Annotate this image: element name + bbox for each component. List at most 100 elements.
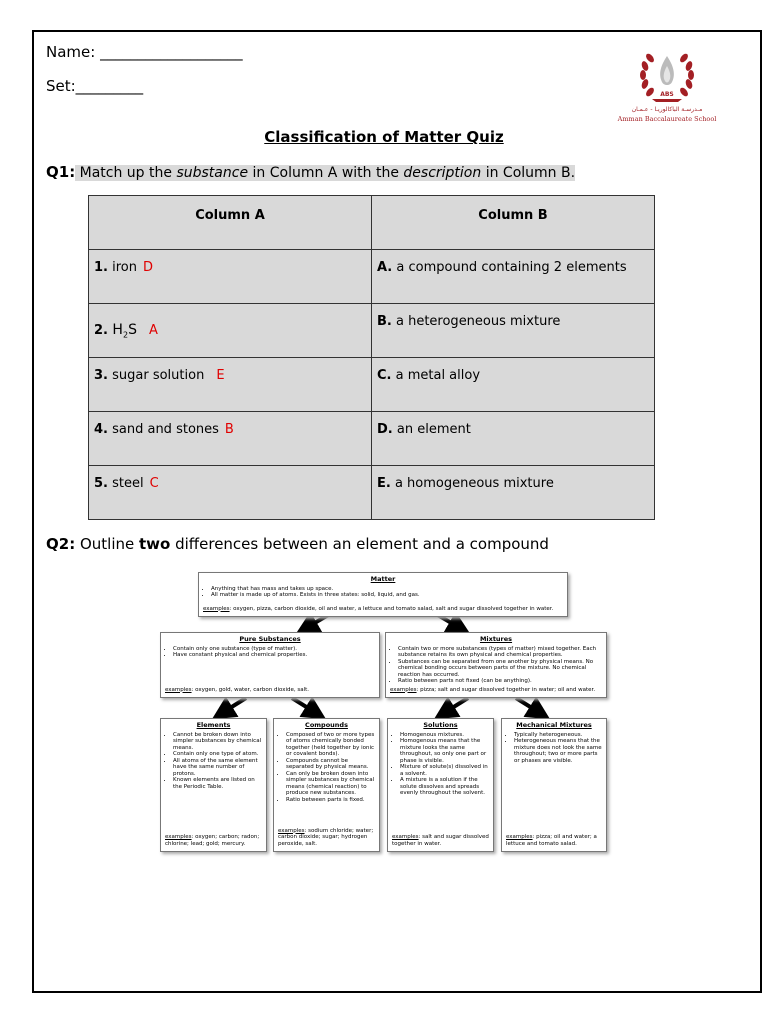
mixtures-box: Mixtures Contain two or more substances … [385, 632, 607, 698]
compounds-title: Compounds [305, 721, 348, 729]
elements-list: Cannot be broken down into simpler subst… [165, 732, 262, 791]
examples-label: examples [506, 834, 533, 840]
elements-box: Elements Cannot be broken down into simp… [160, 718, 267, 852]
list-item: Substances can be separated from one ano… [398, 659, 602, 679]
list-item: Heterogeneous means that the mixture doe… [514, 738, 602, 764]
q1-text-4: description [403, 165, 482, 181]
mechanical-mixtures-box: Mechanical Mixtures Typically heterogene… [501, 718, 607, 852]
answer-mark: C [149, 476, 159, 491]
list-item: Cannot be broken down into simpler subst… [173, 732, 262, 752]
item-number: 5. [94, 476, 108, 491]
matter-box: Matter Anything that has mass and takes … [198, 572, 568, 617]
q1-text-1: Match up the [75, 165, 177, 181]
arrow-mixtures-to-mechanical [514, 696, 551, 720]
question-2: Q2: Outline two differences between an e… [46, 535, 549, 553]
pure-substances-list: Contain only one substance (type of matt… [165, 646, 375, 659]
column-b-cell: C. a metal alloy [371, 357, 655, 412]
item-number: 1. [94, 260, 108, 275]
item-number: 2. [94, 323, 108, 338]
answer-mark: E [216, 368, 225, 383]
list-item: Composed of two or more types of atoms c… [286, 732, 375, 758]
column-a-cell: 3. sugar solution E [88, 357, 372, 412]
item-substance-end: S [128, 322, 137, 338]
list-item: Mixture of solute(s) dissolved in a solv… [400, 764, 489, 777]
item-description: a homogeneous mixture [390, 476, 554, 491]
elements-examples: examples: oxygen; carbon; radon; chlorin… [165, 834, 262, 847]
mixtures-list: Contain two or more substances (types of… [390, 646, 602, 685]
list-item: All matter is made up of atoms. Exists i… [211, 592, 563, 599]
item-letter: B. [377, 314, 392, 329]
q1-text-2: substance [176, 165, 249, 181]
column-b-cell: E. a homogeneous mixture [371, 465, 655, 520]
answer-mark: D [142, 260, 153, 275]
list-item: Ratio between parts is fixed. [286, 797, 375, 804]
matter-examples: examples: oxygen, pizza, carbon dioxide,… [203, 606, 563, 613]
mechanical-mixtures-examples: examples: pizza; oil and water; a lettuc… [506, 834, 602, 847]
examples-text: : sodium chloride; water; carbon dioxide… [278, 827, 374, 847]
q2-text-2: differences between an element and a com… [170, 535, 549, 553]
set-field[interactable]: Set:_________ [46, 77, 144, 95]
page-title: Classification of Matter Quiz [264, 128, 504, 146]
table-row: 3. sugar solution E C. a metal alloy [88, 357, 655, 412]
list-item: Have constant physical and chemical prop… [173, 652, 375, 659]
item-letter: A. [377, 260, 393, 275]
answer-mark: A [148, 323, 158, 338]
examples-label: examples [392, 834, 419, 840]
name-field[interactable]: Name: ___________________ [46, 43, 243, 61]
examples-text: : oxygen, gold, water, carbon dioxide, s… [191, 686, 310, 693]
list-item: Known elements are listed on the Periodi… [173, 777, 262, 790]
school-name-arabic: مـدرسـة الباكالوريـا - عـمـان [631, 106, 703, 113]
examples-label: examples [390, 686, 417, 693]
item-description: a heterogeneous mixture [391, 314, 561, 329]
compounds-list: Composed of two or more types of atoms c… [278, 732, 375, 804]
column-a-cell: 5. steel C [88, 465, 372, 520]
list-item: All atoms of the same element have the s… [173, 758, 262, 778]
item-subscript: 2 [122, 330, 129, 340]
table-row: 1. iron D A. a compound containing 2 elem… [88, 249, 655, 304]
q1-text-3: in Column A with the [248, 165, 404, 181]
list-item: Homogenous means that the mixture looks … [400, 738, 489, 764]
column-b-cell: B. a heterogeneous mixture [371, 303, 655, 358]
examples-text: : pizza; oil and water; a lettuce and to… [506, 834, 597, 847]
column-a-cell: 1. iron D [88, 249, 372, 304]
list-item: Contain two or more substances (types of… [398, 646, 602, 659]
arrow-pure-to-compounds [290, 696, 327, 720]
item-substance: steel [107, 476, 144, 491]
list-item: Contain only one type of atom. [173, 751, 262, 758]
examples-label: examples [165, 686, 192, 693]
compounds-box: Compounds Composed of two or more types … [273, 718, 380, 852]
table-row: 5. steel C E. a homogeneous mixture [88, 465, 655, 520]
item-substance: iron [107, 260, 137, 275]
examples-label: examples [278, 827, 305, 834]
list-item: Anything that has mass and takes up spac… [211, 586, 563, 593]
laurel-wreath-icon: ABS [640, 53, 694, 102]
list-item: Contain only one substance (type of matt… [173, 646, 375, 653]
examples-text: : oxygen, pizza, carbon dioxide, oil and… [229, 605, 554, 612]
item-letter: C. [377, 368, 392, 383]
item-description: an element [392, 422, 471, 437]
examples-label: examples [203, 605, 230, 612]
item-number: 3. [94, 368, 108, 383]
arrow-mixtures-to-solutions [433, 696, 470, 720]
logo-monogram: ABS [660, 91, 674, 98]
list-item: Can only be broken down into simpler sub… [286, 771, 375, 797]
mechanical-mixtures-list: Typically heterogeneous. Heterogeneous m… [506, 732, 602, 765]
item-description: a compound containing 2 elements [392, 260, 627, 275]
examples-text: : pizza; salt and sugar dissolved togeth… [416, 686, 596, 693]
item-letter: E. [377, 476, 391, 491]
school-logo: ABS مـدرسـة الباكالوريـا - عـمـان Amman … [612, 42, 722, 123]
pure-substances-title: Pure Substances [239, 635, 301, 643]
q2-text-1: Outline [75, 535, 139, 553]
pure-substances-examples: examples: oxygen, gold, water, carbon di… [165, 687, 375, 694]
column-b-header: Column B [371, 195, 655, 250]
solutions-examples: examples: salt and sugar dissolved toget… [392, 834, 489, 847]
list-item: Ratio between parts not fixed (can be an… [398, 678, 602, 685]
item-substance: H [107, 322, 123, 338]
item-letter: D. [377, 422, 393, 437]
mixtures-title: Mixtures [479, 635, 513, 643]
list-item: Compounds cannot be separated by physica… [286, 758, 375, 771]
item-substance: sugar solution [107, 368, 205, 383]
school-name: Amman Baccalaureate School [617, 115, 717, 123]
